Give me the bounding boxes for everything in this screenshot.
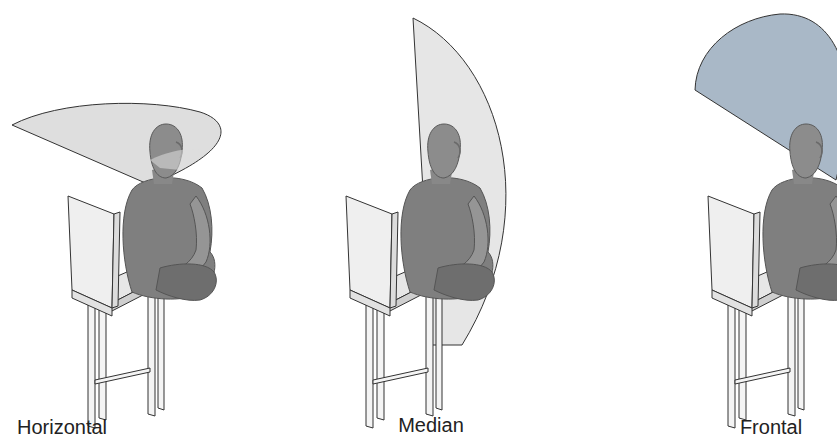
seated-figure	[68, 124, 216, 428]
plane-caption: Horizontal	[17, 416, 107, 439]
seated-figure	[708, 124, 837, 428]
plane-caption: Median	[398, 414, 464, 437]
horizontal-plane	[12, 103, 221, 185]
plane-caption: Frontal	[740, 416, 802, 439]
plane-overlap	[150, 149, 200, 170]
seated-figure	[346, 124, 494, 428]
